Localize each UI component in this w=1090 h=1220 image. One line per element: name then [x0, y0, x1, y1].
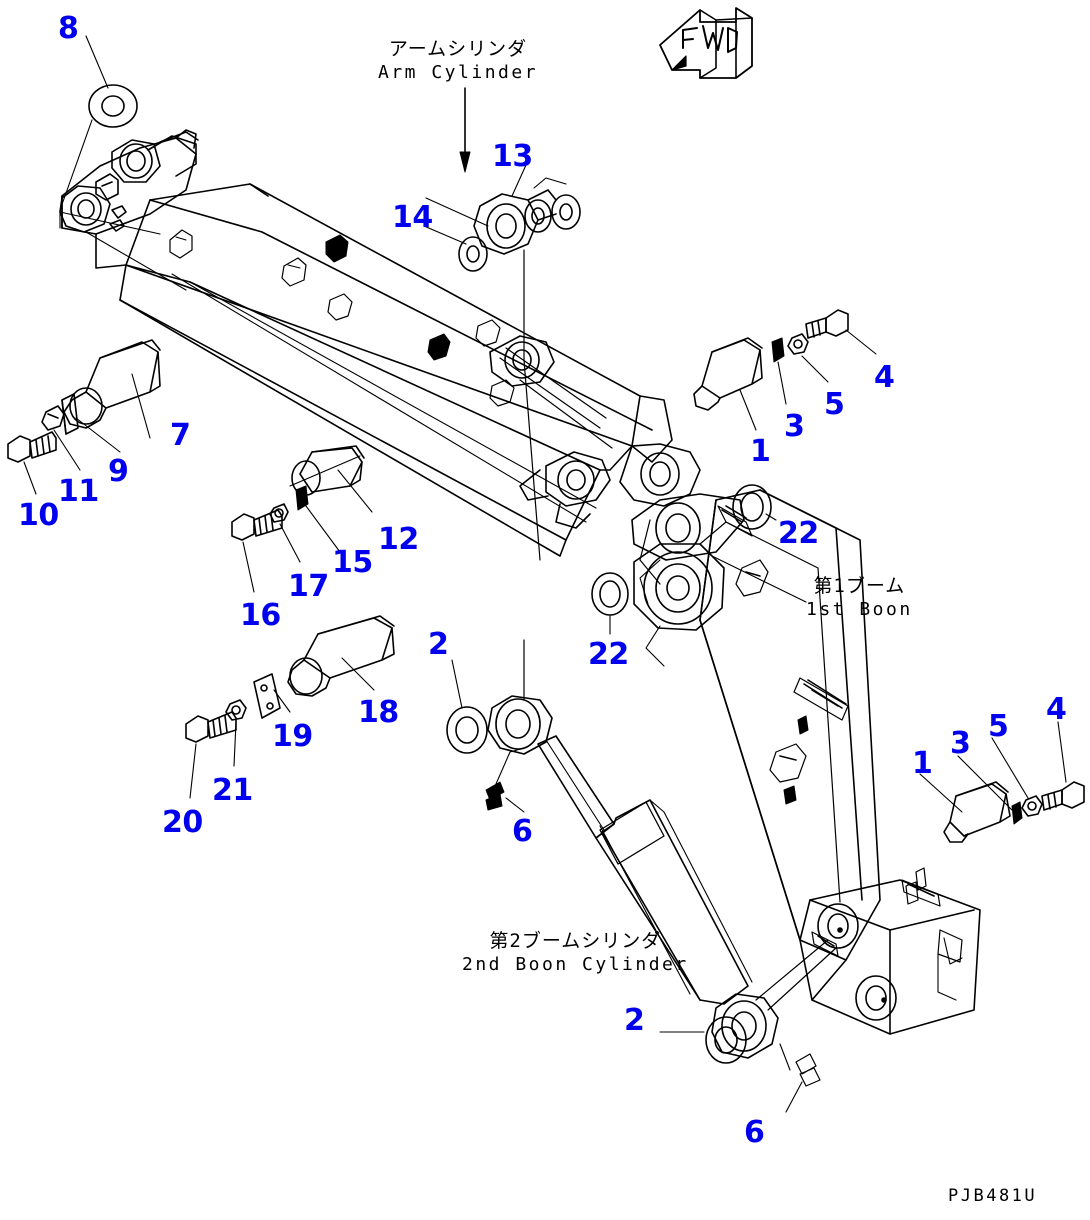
- label-arm-cylinder-jp: アームシリンダ: [388, 38, 528, 60]
- part-6b-key: [779, 1043, 821, 1113]
- part-10-bolt: [7, 431, 57, 495]
- part-16-bolt: [231, 509, 283, 593]
- part-2a-washer: [446, 659, 488, 754]
- label-second-boom-cylinder: 第2ブームシリンダ 2nd Boon Cylinder: [462, 930, 689, 976]
- part-2b-washer: [659, 1016, 747, 1064]
- label-arm-cylinder-en: Arm Cylinder: [378, 61, 539, 83]
- part-19-plate: [253, 673, 291, 719]
- label-arm-cylinder: アームシリンダ Arm Cylinder: [378, 38, 538, 84]
- part-11-nut: [41, 405, 81, 471]
- part-9-plate: [61, 393, 121, 453]
- callout-7[interactable]: 7: [170, 418, 191, 453]
- callout-6-upper[interactable]: 6: [512, 814, 533, 849]
- part-15-key: [295, 485, 341, 553]
- callout-13[interactable]: 13: [492, 139, 533, 174]
- part-1b-pin: [919, 773, 1011, 843]
- part-4b-bolt: [1041, 721, 1085, 811]
- second-boom-cylinder: [487, 639, 837, 1059]
- callout-22-upper[interactable]: 22: [778, 516, 819, 551]
- label-first-boom-jp: 第1ブーム: [813, 575, 906, 597]
- label-first-boom: 第1ブーム 1st Boon: [806, 575, 913, 621]
- callout-14[interactable]: 14: [392, 200, 433, 235]
- fwd-marker-icon: [659, 7, 753, 79]
- callout-17[interactable]: 17: [288, 569, 329, 604]
- callout-22-lower[interactable]: 22: [588, 637, 629, 672]
- callout-2-upper[interactable]: 2: [428, 627, 449, 662]
- callout-5-upper[interactable]: 5: [824, 387, 845, 422]
- part-8-washer: [85, 35, 138, 128]
- drawing-part-code: PJB481U: [948, 1186, 1038, 1206]
- callout-19[interactable]: 19: [272, 719, 313, 754]
- callout-10[interactable]: 10: [18, 498, 59, 533]
- part-17-nut: [269, 503, 301, 563]
- arm-cylinder-leader: [459, 87, 471, 173]
- callout-4-upper[interactable]: 4: [874, 360, 895, 395]
- part-6a-key: [485, 747, 525, 813]
- callout-11[interactable]: 11: [58, 474, 99, 509]
- callout-16[interactable]: 16: [240, 598, 281, 633]
- part-22b-washer: [591, 572, 629, 635]
- part-3a-key: [771, 337, 787, 405]
- second-boom-body: [59, 129, 701, 557]
- part-1a-pin: [693, 337, 763, 431]
- callout-18[interactable]: 18: [358, 695, 399, 730]
- part-4a-bolt: [805, 309, 877, 355]
- callout-9[interactable]: 9: [108, 454, 129, 489]
- callout-6-lower[interactable]: 6: [744, 1115, 765, 1150]
- callout-3-upper[interactable]: 3: [784, 409, 805, 444]
- callout-4-lower[interactable]: 4: [1046, 692, 1067, 727]
- part-5b-nut: [991, 737, 1043, 817]
- part-13-bushing-group: [473, 164, 581, 361]
- label-first-boom-en: 1st Boon: [806, 598, 913, 620]
- callout-3-lower[interactable]: 3: [950, 726, 971, 761]
- part-21-nut: [225, 699, 247, 767]
- callout-1-upper[interactable]: 1: [750, 434, 771, 469]
- callout-21[interactable]: 21: [212, 773, 253, 808]
- callout-8[interactable]: 8: [58, 11, 79, 46]
- label-second-boom-cylinder-en: 2nd Boon Cylinder: [462, 953, 689, 975]
- callout-5-lower[interactable]: 5: [988, 709, 1009, 744]
- callout-1-lower[interactable]: 1: [912, 746, 933, 781]
- part-18-pin: [287, 615, 395, 697]
- callout-15[interactable]: 15: [332, 545, 373, 580]
- callout-12[interactable]: 12: [378, 522, 419, 557]
- part-20-bolt: [185, 711, 237, 799]
- callout-2-lower[interactable]: 2: [624, 1003, 645, 1038]
- callout-20[interactable]: 20: [162, 805, 203, 840]
- label-second-boom-cylinder-jp: 第2ブームシリンダ: [489, 930, 662, 952]
- part-7-pin: [63, 339, 161, 439]
- part-3b-key: [957, 755, 1023, 825]
- part-5a-nut: [787, 333, 829, 383]
- part-14-washer: [423, 197, 489, 272]
